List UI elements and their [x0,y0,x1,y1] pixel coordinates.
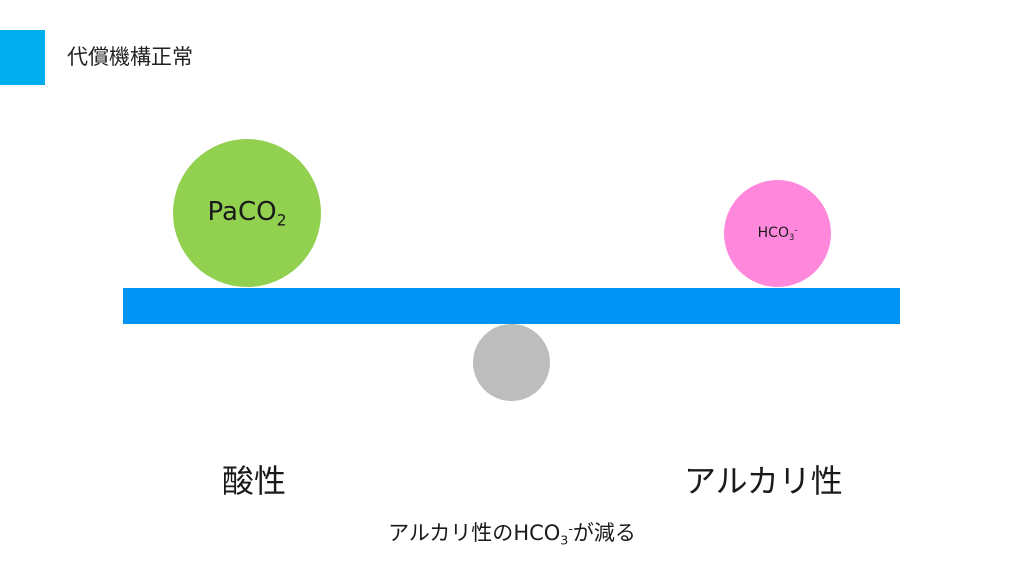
acid-side-label: 酸性 [222,462,287,500]
balance-beam [123,288,900,324]
paco2-weight: PaCO2 [173,139,321,287]
paco2-label: PaCO2 [207,197,287,230]
hco3-weight: HCO3- [724,180,831,287]
hco3-label: HCO3- [757,224,798,242]
balance-fulcrum [473,324,550,401]
explanation-note: アルカリ性のHCO3-が減る [388,521,636,548]
alkaline-side-label: アルカリ性 [684,462,843,500]
slide-title: 代償機構正常 [67,45,193,69]
title-accent-bar [0,30,45,85]
